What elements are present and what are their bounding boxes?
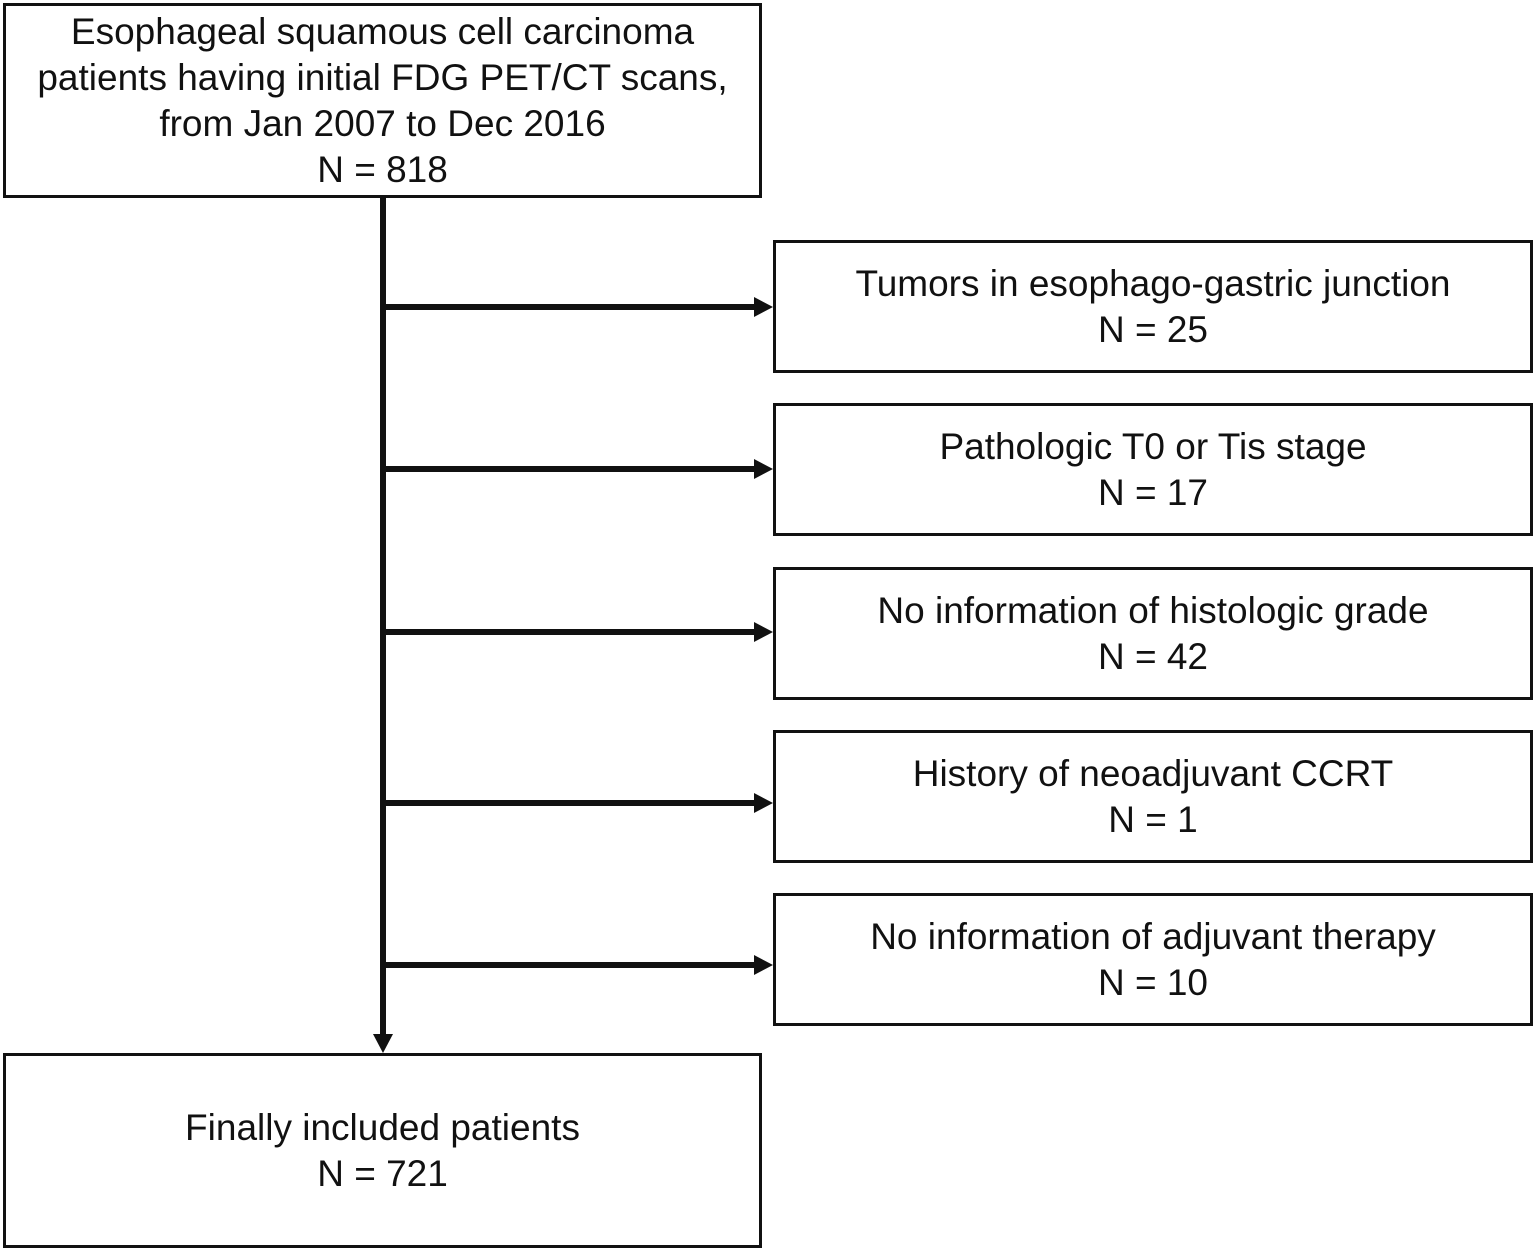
final-cohort-label: Finally included patients (185, 1106, 580, 1148)
exclusion-label: No information of adjuvant therapy (870, 915, 1436, 957)
exclusion-count: N = 10 (1097, 961, 1209, 1003)
initial-cohort-box: Esophageal squamous cell carcinoma patie… (3, 3, 762, 198)
exclusion-label: Tumors in esophago-gastric junction (855, 262, 1451, 304)
exclusion-box-adjuvant-therapy: No information of adjuvant therapy N = 1… (773, 893, 1533, 1026)
exclusion-arrowhead-4 (754, 955, 773, 975)
exclusion-box-histologic-grade: No information of histologic grade N = 4… (773, 567, 1533, 700)
exclusion-arrowhead-0 (754, 297, 773, 317)
exclusion-box-ej-junction: Tumors in esophago-gastric junction N = … (773, 240, 1533, 373)
initial-cohort-line-1: Esophageal squamous cell carcinoma (70, 10, 695, 52)
exclusion-count: N = 25 (1097, 308, 1209, 350)
exclusion-count: N = 17 (1097, 471, 1209, 513)
initial-cohort-line-3: from Jan 2007 to Dec 2016 (159, 102, 606, 144)
initial-cohort-line-2: patients having initial FDG PET/CT scans… (37, 56, 728, 98)
exclusion-label: History of neoadjuvant CCRT (912, 752, 1394, 794)
exclusion-arrowhead-1 (754, 459, 773, 479)
initial-cohort-count: N = 818 (317, 148, 448, 190)
main-flow-arrowhead (373, 1034, 393, 1053)
exclusion-count: N = 42 (1097, 635, 1209, 677)
exclusion-box-neoadjuvant-ccrt: History of neoadjuvant CCRT N = 1 (773, 730, 1533, 863)
exclusion-arrowhead-2 (754, 622, 773, 642)
exclusion-label: Pathologic T0 or Tis stage (939, 425, 1367, 467)
final-cohort-box: Finally included patients N = 721 (3, 1053, 762, 1248)
exclusion-arrowhead-3 (754, 793, 773, 813)
exclusion-label: No information of histologic grade (877, 589, 1429, 631)
exclusion-count: N = 1 (1108, 798, 1198, 840)
exclusion-box-t0-tis: Pathologic T0 or Tis stage N = 17 (773, 403, 1533, 536)
final-cohort-count: N = 721 (317, 1152, 448, 1194)
